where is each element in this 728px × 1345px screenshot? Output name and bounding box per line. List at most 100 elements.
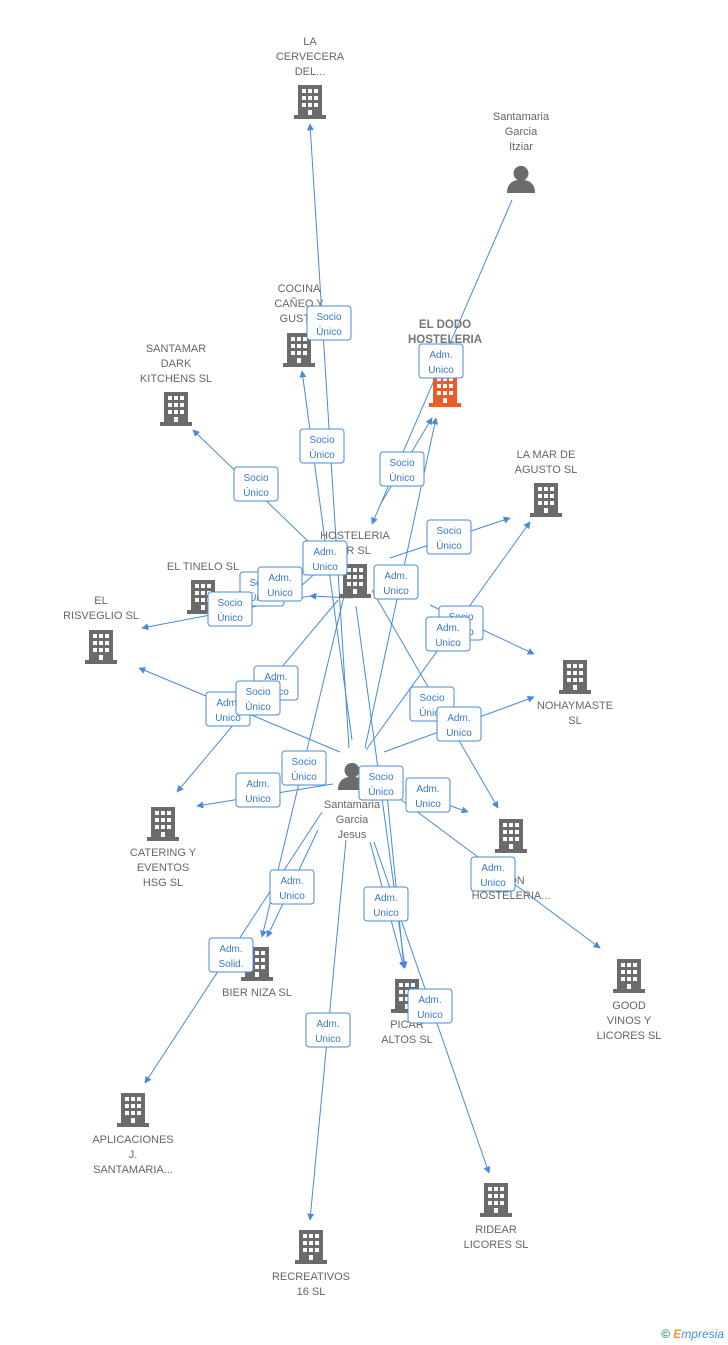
relation-badge[interactable]: Adm. Unico [418,343,464,379]
relation-badge[interactable]: Adm.Unico [269,869,315,905]
badge-text: Adm. [268,573,291,584]
node-tinelo[interactable]: EL TINELO SL [167,561,239,614]
node-label-line: ALTOS SL [381,1034,433,1046]
brand-name: mpresia [681,1327,724,1341]
node-label-line: RIDEAR [475,1224,517,1236]
badge-box [418,343,464,379]
badge-text: Adm. [416,784,439,795]
badge-text: Socio [419,693,444,704]
node-label-line: LICORES SL [464,1239,529,1251]
badge-text: Adm. [429,350,452,361]
node-label-line: GOOD [612,1000,646,1012]
badge-box [235,680,281,716]
node-label-line: BIER NIZA SL [222,987,292,999]
building-icon [559,660,591,694]
badge-text: Único [368,785,394,798]
badge-text: Unico [417,1010,443,1021]
badge-text: Adm. [384,571,407,582]
node-label-line: 16 SL [297,1286,326,1298]
badge-box [363,886,409,922]
node-cervecera[interactable]: LACERVECERADEL... [276,36,345,119]
empresia-watermark: © Empresia [661,1327,724,1341]
badge-text: Adm. [418,995,441,1006]
node-aplic[interactable]: APLICACIONESJ.SANTAMARIA... [92,1093,174,1176]
node-label-line: HSG SL [143,877,183,889]
badge-box [207,591,253,627]
badge-text: Único [291,770,317,783]
badge-text: Socio [245,687,270,698]
badge-box [373,564,419,600]
badge-text: Adm. [313,547,336,558]
badge-box [426,519,472,555]
badge-text: Adm. [481,863,504,874]
node-label-line: Garcia [505,126,538,138]
badge-box [233,466,279,502]
badge-box [208,937,254,973]
relation-badge[interactable]: Adm.Solid. [208,937,254,973]
node-label-line: VINOS Y [607,1015,652,1027]
relation-badge[interactable]: Adm.Unico [235,772,281,808]
badge-text: Unico [435,638,461,649]
badge-box [425,616,471,652]
badge-text: Unico [415,799,441,810]
badge-text: Unico [428,365,454,376]
relation-badge[interactable]: Adm. Unico [405,777,451,813]
relation-badge[interactable]: Adm. Unico [257,566,303,602]
badge-text: Único [436,539,462,552]
relation-badge[interactable]: Adm. Unico [302,540,348,576]
node-label-line: KITCHENS SL [140,373,212,385]
building-icon [117,1093,149,1127]
badge-text: Unico [215,713,241,724]
nodes-layer: LACERVECERADEL...SantamariaGarciaItziarC… [63,36,661,1298]
node-ridear[interactable]: RIDEAR LICORES SL [464,1183,529,1251]
node-label-line: J. [129,1149,138,1161]
relation-badge[interactable]: Adm.Unico [363,886,409,922]
relation-badge[interactable]: Adm.Unico [470,856,516,892]
node-label-line: SANTAMAR [146,343,206,355]
edges-layer [138,123,601,1221]
relation-badge[interactable]: Adm.Unico [305,1012,351,1048]
relation-badge[interactable]: Adm. Unico [407,988,453,1024]
badge-text: Unico [245,794,271,805]
node-label-line: CATERING Y [130,847,197,859]
badge-text: Unico [267,588,293,599]
person-icon [507,165,535,193]
badge-box [281,750,327,786]
badge-box [302,540,348,576]
building-icon [613,959,645,993]
relation-badge[interactable]: Adm.Unico [425,616,471,652]
node-label-line: DEL... [295,66,326,78]
building-icon [480,1183,512,1217]
node-label-line: NOHAYMASTE [537,700,613,712]
badge-text: Unico [312,562,338,573]
badge-text: Socio [316,312,341,323]
badge-text: Socio [291,757,316,768]
node-label-line: CERVECERA [276,51,345,63]
relation-badge[interactable]: Adm.Unico [373,564,419,600]
building-icon [147,807,179,841]
relation-badge[interactable]: Adm.Unico [436,706,482,742]
badge-text: Único [217,611,243,624]
edge-23 [385,783,407,969]
node-bier[interactable]: BIER NIZA SL [222,947,292,999]
node-label-line: Itziar [509,141,533,153]
